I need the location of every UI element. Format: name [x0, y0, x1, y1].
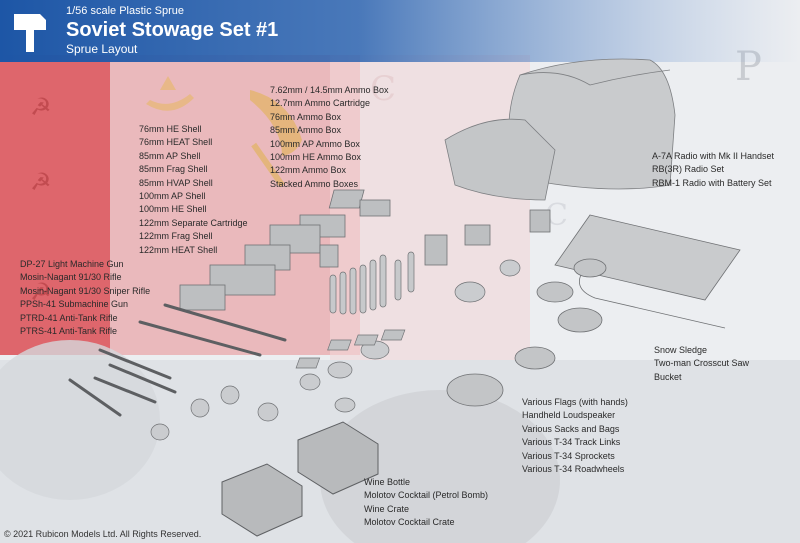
label-item: RB(3R) Radio Set — [652, 164, 725, 175]
label-item: Snow Sledge — [654, 345, 708, 355]
label-item: PTRD-41 Anti-Tank Rifle — [20, 312, 118, 323]
radio-labels: A-7A Radio with Mk II Handset RB(3R) Rad… — [652, 150, 774, 190]
label-item: A-7A Radio with Mk II Handset — [652, 151, 775, 161]
copyright-notice: © 2021 Rubicon Models Ltd. All Rights Re… — [4, 529, 202, 539]
label-item: 85mm AP Shell — [139, 150, 201, 161]
label-item: 76mm Ammo Box — [270, 111, 342, 122]
flags-labels: Various Flags (with hands) Handheld Loud… — [522, 396, 628, 476]
label-item: 85mm Frag Shell — [139, 164, 208, 175]
label-item: Mosin-Nagant 91/30 Sniper Rifle — [20, 285, 151, 296]
label-item: Two-man Crosscut Saw — [654, 358, 750, 369]
weapons — [68, 303, 287, 417]
svg-text:☭: ☭ — [30, 93, 52, 121]
shell-labels: 76mm HE Shell 76mm HEAT Shell 85mm AP Sh… — [139, 123, 248, 257]
svg-text:C: C — [545, 198, 568, 233]
label-item: 122mm Separate Cartridge — [139, 217, 248, 228]
scale-label: 1/56 scale Plastic Sprue — [66, 5, 185, 17]
label-item: 7.62mm / 14.5mm Ammo Box — [270, 85, 389, 95]
weapon-labels: DP-27 Light Machine Gun Mosin-Nagant 91/… — [20, 258, 150, 338]
shells — [329, 251, 415, 315]
label-item: Various Flags (with hands) — [522, 397, 628, 407]
label-item: Various Sacks and Bags — [522, 423, 620, 434]
roadwheels — [446, 258, 607, 407]
label-item: 12.7mm Ammo Cartridge — [270, 98, 371, 109]
header-band — [0, 0, 800, 62]
wine-labels: Wine Bottle Molotov Cocktail (Petrol Bom… — [364, 476, 488, 530]
label-item: 76mm HE Shell — [139, 124, 202, 134]
page-title: Soviet Stowage Set #1 — [66, 19, 279, 41]
sledge-labels: Snow Sledge Two-man Crosscut Saw Bucket — [654, 344, 749, 384]
label-item: Stacked Ammo Boxes — [270, 178, 359, 189]
label-item: 100mm HE Shell — [139, 204, 207, 215]
label-item: Mosin-Nagant 91/30 Rifle — [20, 272, 122, 283]
svg-text:☭: ☭ — [30, 278, 52, 306]
label-item: 85mm HVAP Shell — [139, 177, 213, 188]
label-item: Wine Bottle — [364, 477, 411, 487]
label-item: 100mm HE Ammo Box — [270, 152, 362, 163]
ammo-crates — [179, 189, 551, 311]
label-item: 85mm Ammo Box — [270, 125, 342, 136]
label-item: 100mm AP Ammo Box — [270, 138, 360, 149]
ammo-box-labels: 7.62mm / 14.5mm Ammo Box 12.7mm Ammo Car… — [270, 84, 389, 191]
tarp-covered-stowage — [444, 58, 676, 201]
svg-text:C: C — [370, 69, 396, 109]
label-item: Various T-34 Sprockets — [522, 450, 615, 461]
label-item: PPSh-41 Submachine Gun — [20, 299, 129, 310]
label-item: 122mm Ammo Box — [270, 165, 347, 176]
track-links — [295, 329, 406, 369]
label-item: Various T-34 Track Links — [522, 437, 621, 448]
svg-text:☭: ☭ — [30, 168, 52, 196]
crates — [221, 421, 379, 537]
hammer-logo-icon — [14, 14, 46, 52]
label-item: Molotov Cocktail Crate — [364, 517, 455, 528]
label-item: DP-27 Light Machine Gun — [20, 259, 124, 269]
label-item: Various T-34 Roadwheels — [522, 464, 625, 475]
label-item: Bucket — [654, 371, 682, 382]
label-item: RBM-1 Radio with Battery Set — [652, 177, 772, 188]
label-item: Molotov Cocktail (Petrol Bomb) — [364, 490, 489, 501]
label-item: 100mm AP Shell — [139, 191, 206, 202]
label-item: Handheld Loudspeaker — [522, 410, 616, 421]
label-item: 122mm HEAT Shell — [139, 244, 218, 255]
header-text: 1/56 scale Plastic Sprue Soviet Stowage … — [66, 4, 278, 56]
sacks-and-bags — [150, 259, 521, 441]
label-item: Wine Crate — [364, 503, 410, 514]
page-subtitle: Sprue Layout — [66, 42, 138, 56]
label-item: 76mm HEAT Shell — [139, 137, 213, 148]
label-item: PTRS-41 Anti-Tank Rifle — [20, 326, 118, 337]
label-item: 122mm Frag Shell — [139, 231, 213, 242]
